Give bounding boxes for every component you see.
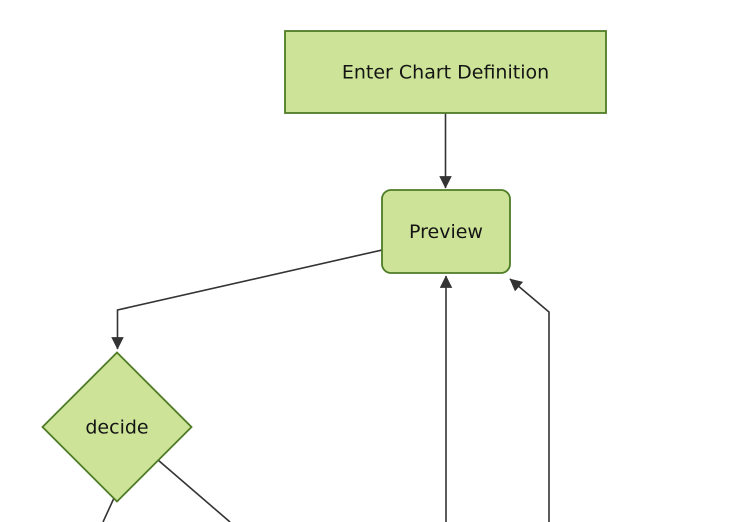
preview-box <box>381 189 511 274</box>
edge-decide-to-offscreen-right <box>157 459 231 522</box>
enter-chart-definition-label: Enter Chart Definition <box>342 62 549 84</box>
node-enter-chart-definition: Enter Chart Definition <box>284 30 607 114</box>
decide-diamond <box>41 351 193 503</box>
preview-label: Preview <box>409 221 483 243</box>
node-decide: decide <box>41 351 193 503</box>
edge-offscreen-right-to-preview <box>509 278 550 522</box>
node-preview: Preview <box>381 189 511 274</box>
edge-decide-to-offscreen-left <box>102 497 115 522</box>
edge-layer <box>102 113 550 522</box>
decide-label: decide <box>85 417 148 439</box>
enter-chart-definition-box <box>284 30 607 114</box>
edge-preview-to-decide <box>111 249 383 350</box>
